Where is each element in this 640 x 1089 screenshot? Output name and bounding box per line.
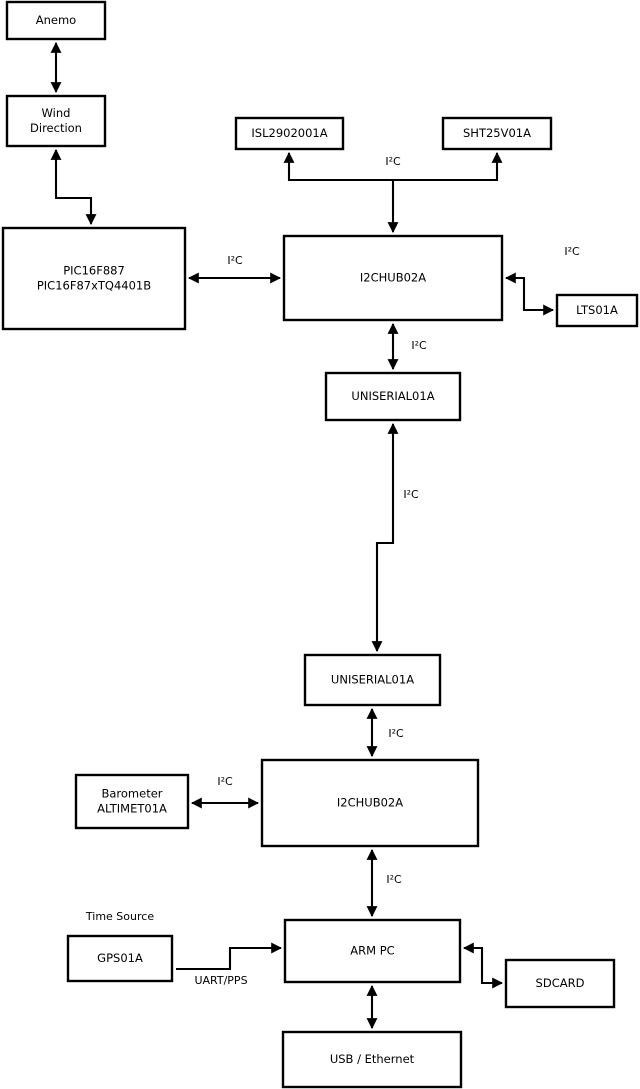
node-box[interactable] xyxy=(324,371,462,422)
connector-label: UART/PPS xyxy=(194,974,247,987)
node-box[interactable] xyxy=(74,773,190,830)
connector-label: I²C xyxy=(227,254,243,267)
connector-label: I²C xyxy=(385,155,401,168)
node-usbeth[interactable]: USB / Ethernet xyxy=(281,1030,463,1089)
connector-label: I²C xyxy=(564,245,580,258)
node-label: LTS01A xyxy=(576,303,618,317)
node-armpc[interactable]: ARM PC xyxy=(283,918,462,984)
node-box[interactable] xyxy=(1,226,187,331)
node-box[interactable] xyxy=(303,653,442,707)
node-lts[interactable]: LTS01A xyxy=(555,293,639,328)
node-sdcard[interactable]: SDCARD xyxy=(504,958,616,1009)
node-box[interactable] xyxy=(283,918,462,984)
node-box[interactable] xyxy=(281,1030,463,1089)
node-box[interactable] xyxy=(5,0,107,41)
node-label: GPS01A xyxy=(97,951,143,965)
node-anemo[interactable]: Anemo xyxy=(5,0,107,41)
node-label: PIC16F87xTQ4401B xyxy=(37,279,151,293)
connector-line xyxy=(371,422,399,653)
label-time-source: Time Source xyxy=(85,910,154,923)
connector-armpc-hubbot: I²C xyxy=(366,848,402,918)
node-label: SHT25V01A xyxy=(463,126,531,140)
connector-hubbot-uniserial: I²C xyxy=(366,707,404,758)
node-label: I2CHUB02A xyxy=(337,796,403,810)
connector-line xyxy=(176,942,283,971)
node-label: Anemo xyxy=(36,13,76,27)
node-label: Direction xyxy=(30,121,82,135)
node-label: ALTIMET01A xyxy=(97,802,167,816)
connector-label: I²C xyxy=(217,775,233,788)
node-box[interactable] xyxy=(234,116,345,151)
connector-label: I²C xyxy=(388,727,404,740)
node-uniserial_top[interactable]: UNISERIAL01A xyxy=(324,371,462,422)
connector-gps-armpc: UART/PPS xyxy=(176,942,283,987)
node-box[interactable] xyxy=(260,758,480,848)
node-uniserial_bot[interactable]: UNISERIAL01A xyxy=(303,653,442,707)
node-box[interactable] xyxy=(555,293,639,328)
node-label: Wind xyxy=(42,106,71,120)
node-label: Barometer xyxy=(101,787,162,801)
connector-armpc-sdcard xyxy=(462,942,504,989)
connector-hub-uniserial-top: I²C xyxy=(387,322,427,371)
connector-pic-hub: I²C xyxy=(187,254,282,284)
connector-line xyxy=(50,148,97,226)
node-box[interactable] xyxy=(5,94,107,148)
node-sht[interactable]: SHT25V01A xyxy=(441,116,553,151)
node-box[interactable] xyxy=(66,934,174,983)
node-box[interactable] xyxy=(504,958,616,1009)
node-label: UNISERIAL01A xyxy=(331,673,414,687)
free-labels-layer: Time Source xyxy=(85,910,154,923)
node-label: I2CHUB02A xyxy=(360,271,426,285)
node-gps[interactable]: GPS01A xyxy=(66,934,174,983)
connector-label: I²C xyxy=(403,488,419,501)
connector-line xyxy=(504,272,555,316)
connector-barometer-hubbot: I²C xyxy=(190,775,260,809)
connector-label: I²C xyxy=(386,873,402,886)
connector-hub-isl-sht: I²C xyxy=(283,151,503,182)
connector-label: I²C xyxy=(411,339,427,352)
node-box[interactable] xyxy=(282,234,504,322)
node-label: ISL2902001A xyxy=(251,126,327,140)
connector-pic-wind xyxy=(50,148,97,226)
node-label: UNISERIAL01A xyxy=(351,389,434,403)
edges-layer: I²C I²C I²C I²C I²C I²C I²C I²C UART/PPS xyxy=(50,41,580,1030)
node-hub_bot[interactable]: I2CHUB02A xyxy=(260,758,480,848)
node-label: SDCARD xyxy=(536,976,585,990)
connector-hub-lts: I²C xyxy=(504,245,580,316)
node-isl[interactable]: ISL2902001A xyxy=(234,116,345,151)
node-box[interactable] xyxy=(441,116,553,151)
node-label: USB / Ethernet xyxy=(330,1052,415,1066)
node-label: ARM PC xyxy=(350,944,394,958)
node-hub_top[interactable]: I2CHUB02A xyxy=(282,234,504,322)
connector-uniserial-link: I²C xyxy=(371,422,419,653)
connector-line xyxy=(462,942,504,989)
node-label: PIC16F887 xyxy=(63,264,125,278)
